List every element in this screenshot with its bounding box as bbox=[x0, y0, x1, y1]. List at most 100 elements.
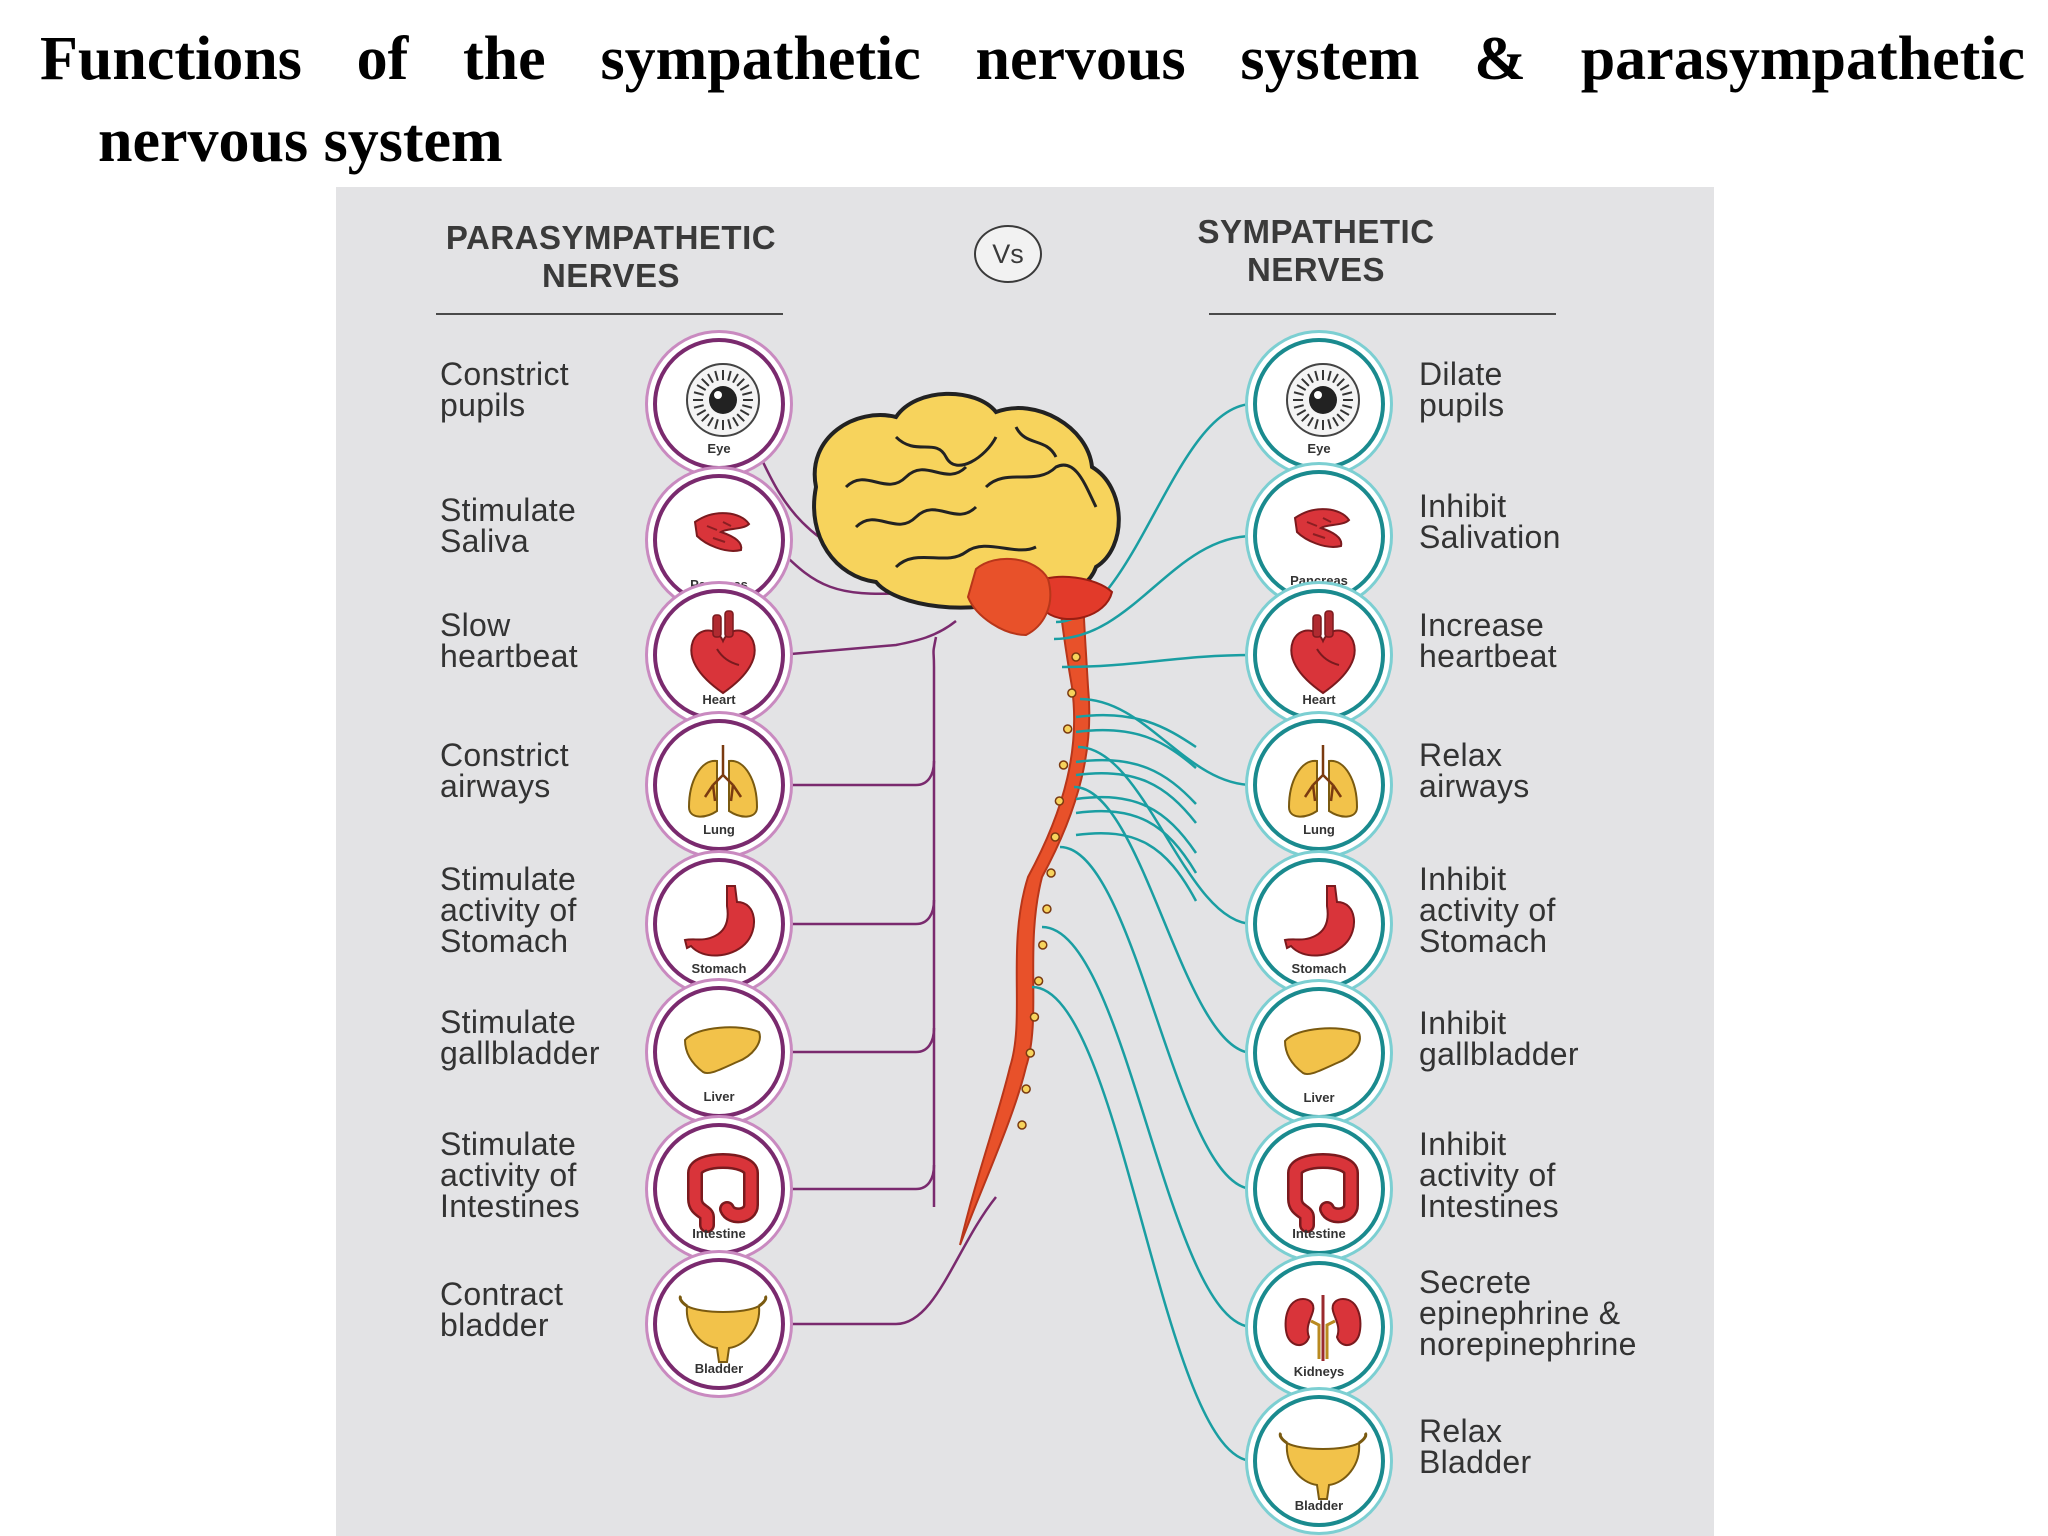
organ-label: Intestine bbox=[1292, 1226, 1346, 1241]
brain-fold bbox=[1014, 426, 1058, 458]
sympathetic-nerve bbox=[1075, 795, 1198, 854]
parasympathetic-header-line: NERVES bbox=[541, 257, 681, 294]
function-text-line: pupils bbox=[1419, 387, 1505, 423]
parasympathetic-header-line: PARASYMPATHETIC bbox=[445, 219, 777, 256]
function-text-line: Inhibit bbox=[1419, 488, 1507, 524]
function-text-line: Stomach bbox=[440, 922, 569, 959]
organ-label: Lung bbox=[1303, 822, 1335, 837]
sympathetic-nerve bbox=[1075, 713, 1197, 749]
parasympathetic-header-rule bbox=[436, 313, 783, 315]
organ-badge-bladder: Bladder bbox=[1253, 1395, 1385, 1527]
function-text-line: Intestines bbox=[440, 1187, 580, 1224]
sympathetic-nerve bbox=[1031, 985, 1254, 1463]
sympathetic-nerve bbox=[1073, 785, 1254, 1055]
organ-label: Heart bbox=[702, 692, 736, 707]
function-text-line: Stimulate bbox=[440, 860, 577, 897]
ganglion-dot bbox=[1062, 724, 1073, 734]
sympathetic-nerve bbox=[1061, 653, 1254, 669]
parasympathetic-nerve bbox=[778, 548, 907, 596]
function-text-line: Inhibit bbox=[1419, 1005, 1507, 1041]
brain-stem bbox=[966, 557, 1052, 637]
organ-badge-pancreas: Pancreas bbox=[1253, 470, 1385, 602]
sympathetic-nerve bbox=[1079, 697, 1254, 787]
function-text-line: airways bbox=[440, 768, 551, 804]
sympathetic-nerve bbox=[1075, 831, 1198, 902]
function-text-line: airways bbox=[1419, 768, 1530, 804]
organ-label: Heart bbox=[1302, 692, 1336, 707]
organ-label: Lung bbox=[703, 822, 735, 837]
organ-badge-pancreas: Pancreas bbox=[653, 474, 785, 606]
brain-fold bbox=[984, 463, 1098, 508]
organ-label: Liver bbox=[1303, 1090, 1335, 1105]
function-text-line: gallbladder bbox=[1419, 1036, 1579, 1072]
brain-fold bbox=[894, 435, 998, 467]
title-word: sympathetic bbox=[600, 25, 921, 93]
organ-label: Liver bbox=[703, 1089, 735, 1104]
slide-title-line-1: Functions of the sympathetic nervous sys… bbox=[40, 18, 2025, 100]
pancreas-icon bbox=[693, 512, 751, 552]
function-text-line: Inhibit bbox=[1419, 860, 1507, 897]
function-text-line: heartbeat bbox=[440, 638, 578, 674]
function-text-line: pupils bbox=[440, 387, 526, 423]
ganglion-dot bbox=[1033, 976, 1044, 986]
heart-icon bbox=[690, 610, 756, 695]
kidneys-icon bbox=[1284, 1295, 1362, 1361]
sympathetic-nerve bbox=[1075, 758, 1197, 805]
function-text-line: Relax bbox=[1419, 1413, 1503, 1449]
parasympathetic-nerve bbox=[785, 1196, 997, 1326]
organ-badge-eye: Eye bbox=[1253, 338, 1385, 470]
brain-fold bbox=[854, 505, 978, 529]
ganglion-dot bbox=[1038, 940, 1048, 950]
organ-label: Stomach bbox=[1291, 961, 1347, 976]
title-word: the bbox=[463, 25, 546, 93]
sympathetic-header: SYMPATHETIC NERVES bbox=[1166, 213, 1466, 289]
parasympathetic-nerve bbox=[778, 620, 957, 657]
function-text-line: Intestines bbox=[1419, 1187, 1559, 1224]
ganglion-dot bbox=[1021, 1084, 1031, 1094]
ganglion-dot bbox=[1046, 868, 1056, 878]
ganglion-dot bbox=[1029, 1012, 1040, 1022]
lung-icon bbox=[687, 745, 759, 818]
liver-icon bbox=[683, 1026, 761, 1074]
function-text-line: Secrete bbox=[1419, 1263, 1532, 1300]
organ-label: Eye bbox=[707, 441, 731, 456]
parasympathetic-nerve bbox=[785, 1027, 936, 1054]
organ-badge-kidneys: Kidneys bbox=[1253, 1261, 1385, 1393]
organ-badge-stomach: Stomach bbox=[653, 858, 785, 990]
function-text-line: activity of bbox=[440, 1156, 577, 1193]
organ-badge-intestine: Intestine bbox=[1253, 1123, 1385, 1255]
vs-badge: Vs bbox=[974, 225, 1042, 283]
slide-title: Functions of the sympathetic nervous sys… bbox=[40, 18, 2025, 182]
ganglion-dot bbox=[1042, 904, 1052, 914]
parasympathetic-header: PARASYMPATHETIC NERVES bbox=[416, 219, 806, 295]
intestine-icon bbox=[1287, 1153, 1359, 1233]
parasympathetic-nerve bbox=[932, 636, 938, 1207]
organ-badge-eye: Eye bbox=[653, 338, 785, 470]
intestine-icon bbox=[687, 1153, 759, 1233]
sympathetic-header-line: NERVES bbox=[1246, 251, 1386, 288]
brain-fold bbox=[894, 544, 1037, 569]
function-text-line: Stimulate bbox=[440, 1004, 577, 1040]
function-text-line: norepinephrine bbox=[1419, 1325, 1637, 1362]
function-text-line: activity of bbox=[1419, 1156, 1556, 1193]
stomach-icon bbox=[683, 885, 756, 957]
sympathetic-nerve bbox=[1075, 728, 1197, 769]
sympathetic-nerve bbox=[1075, 809, 1198, 874]
title-word: & bbox=[1474, 25, 1526, 93]
cerebellum bbox=[1034, 575, 1114, 621]
slide-title-line-2: nervous system bbox=[98, 107, 503, 175]
sympathetic-nerve bbox=[1041, 925, 1254, 1329]
lung-icon bbox=[1287, 745, 1359, 818]
ganglion-dot bbox=[1071, 652, 1081, 662]
liver-icon bbox=[1283, 1027, 1361, 1075]
organ-label: Bladder bbox=[1294, 1498, 1344, 1513]
ganglion-dot bbox=[1054, 796, 1065, 806]
title-word: system bbox=[1240, 25, 1420, 93]
title-word: of bbox=[356, 25, 409, 93]
